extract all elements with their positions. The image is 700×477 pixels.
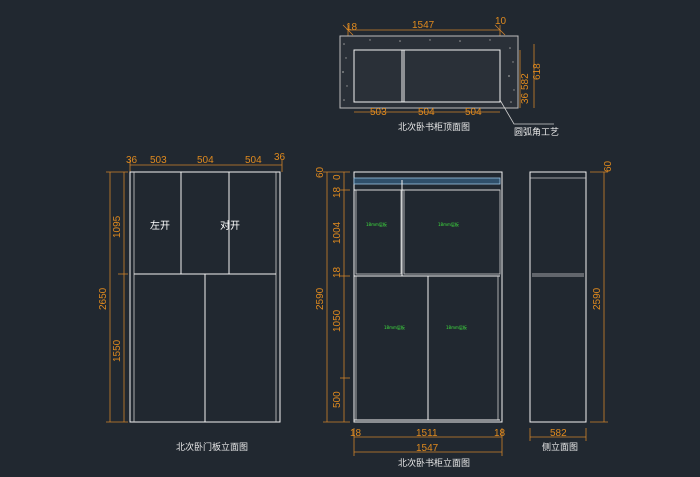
cab-dim-height: 2590 xyxy=(315,287,326,310)
cab-dim-inner: 1511 xyxy=(416,428,438,439)
door-dim-lower: 1550 xyxy=(112,339,123,362)
top-dim-edge: 36 xyxy=(520,92,531,104)
door-dim-edge-r: 36 xyxy=(274,152,286,163)
door-dim-edge-l: 36 xyxy=(126,155,138,166)
cab-dim-s2: 18 xyxy=(332,266,343,278)
side-frame xyxy=(529,171,587,423)
door-dim-height: 2650 xyxy=(98,287,109,310)
top-dim-right: 10 xyxy=(495,16,507,27)
cab-dim-zero: 0 xyxy=(332,174,343,180)
shelf-note: 18mm层板 xyxy=(366,221,387,227)
cab-dim-s1: 18 xyxy=(332,186,343,198)
top-dim-left: 18 xyxy=(346,22,358,33)
top-view-callout: 圆弧角工艺 xyxy=(514,126,559,138)
side-dim-height: 2590 xyxy=(592,287,603,310)
cab-dim-h1: 1004 xyxy=(332,221,343,244)
cabinet-top-cap xyxy=(353,177,501,185)
top-dim-d1: 503 xyxy=(370,107,387,118)
top-dim-d3: 504 xyxy=(465,107,482,118)
side-elevation: 60 2590 582 侧立面图 xyxy=(529,160,614,453)
cabinet-frame xyxy=(353,171,503,423)
side-elevation-title: 侧立面图 xyxy=(542,441,578,453)
top-view: 18 1547 10 503 504 504 582 618 36 圆弧角工艺 … xyxy=(339,16,559,138)
shelf-note: 18mm层板 xyxy=(446,324,467,330)
top-interior xyxy=(353,49,501,103)
door-elevation-title: 北次卧门板立面图 xyxy=(176,441,248,453)
side-dim-depth: 582 xyxy=(550,428,567,439)
top-dim-total: 1547 xyxy=(412,20,435,31)
cab-dim-h3: 500 xyxy=(332,391,343,408)
top-view-outline xyxy=(339,35,519,109)
door-dim-w1: 503 xyxy=(150,155,167,166)
callout-leader xyxy=(499,99,554,125)
door-label-left-open: 左开 xyxy=(150,219,170,232)
top-dim-d2: 504 xyxy=(418,107,435,118)
cab-dim-edge-r: 18 xyxy=(494,428,506,439)
shelf-note: 18mm层板 xyxy=(384,324,405,330)
cab-dim-edge-l: 18 xyxy=(350,428,362,439)
cabinet-elevation: 18mm层板 18mm层板 18mm层板 18mm层板 60 0 18 1004… xyxy=(315,166,506,469)
cab-dim-h2: 1050 xyxy=(332,309,343,332)
door-dim-upper: 1095 xyxy=(112,215,123,238)
wall-hatch xyxy=(342,39,515,103)
top-dim-inner: 618 xyxy=(532,63,543,80)
door-dim-w3: 504 xyxy=(245,155,262,166)
cab-dim-total: 1547 xyxy=(416,443,439,454)
top-dim-depth: 582 xyxy=(520,73,531,90)
shelf-note: 18mm层板 xyxy=(438,221,459,227)
side-dim-top: 60 xyxy=(603,160,614,172)
door-dim-w2: 504 xyxy=(197,155,214,166)
top-view-title: 北次卧书柜顶面图 xyxy=(398,121,470,133)
door-label-double-open: 对开 xyxy=(220,219,240,232)
cabinet-elevation-title: 北次卧书柜立面图 xyxy=(398,457,470,469)
cab-dim-top: 60 xyxy=(315,166,326,178)
door-elevation: 36 503 504 504 36 左开 对开 2650 1095 1550 北… xyxy=(98,152,286,453)
